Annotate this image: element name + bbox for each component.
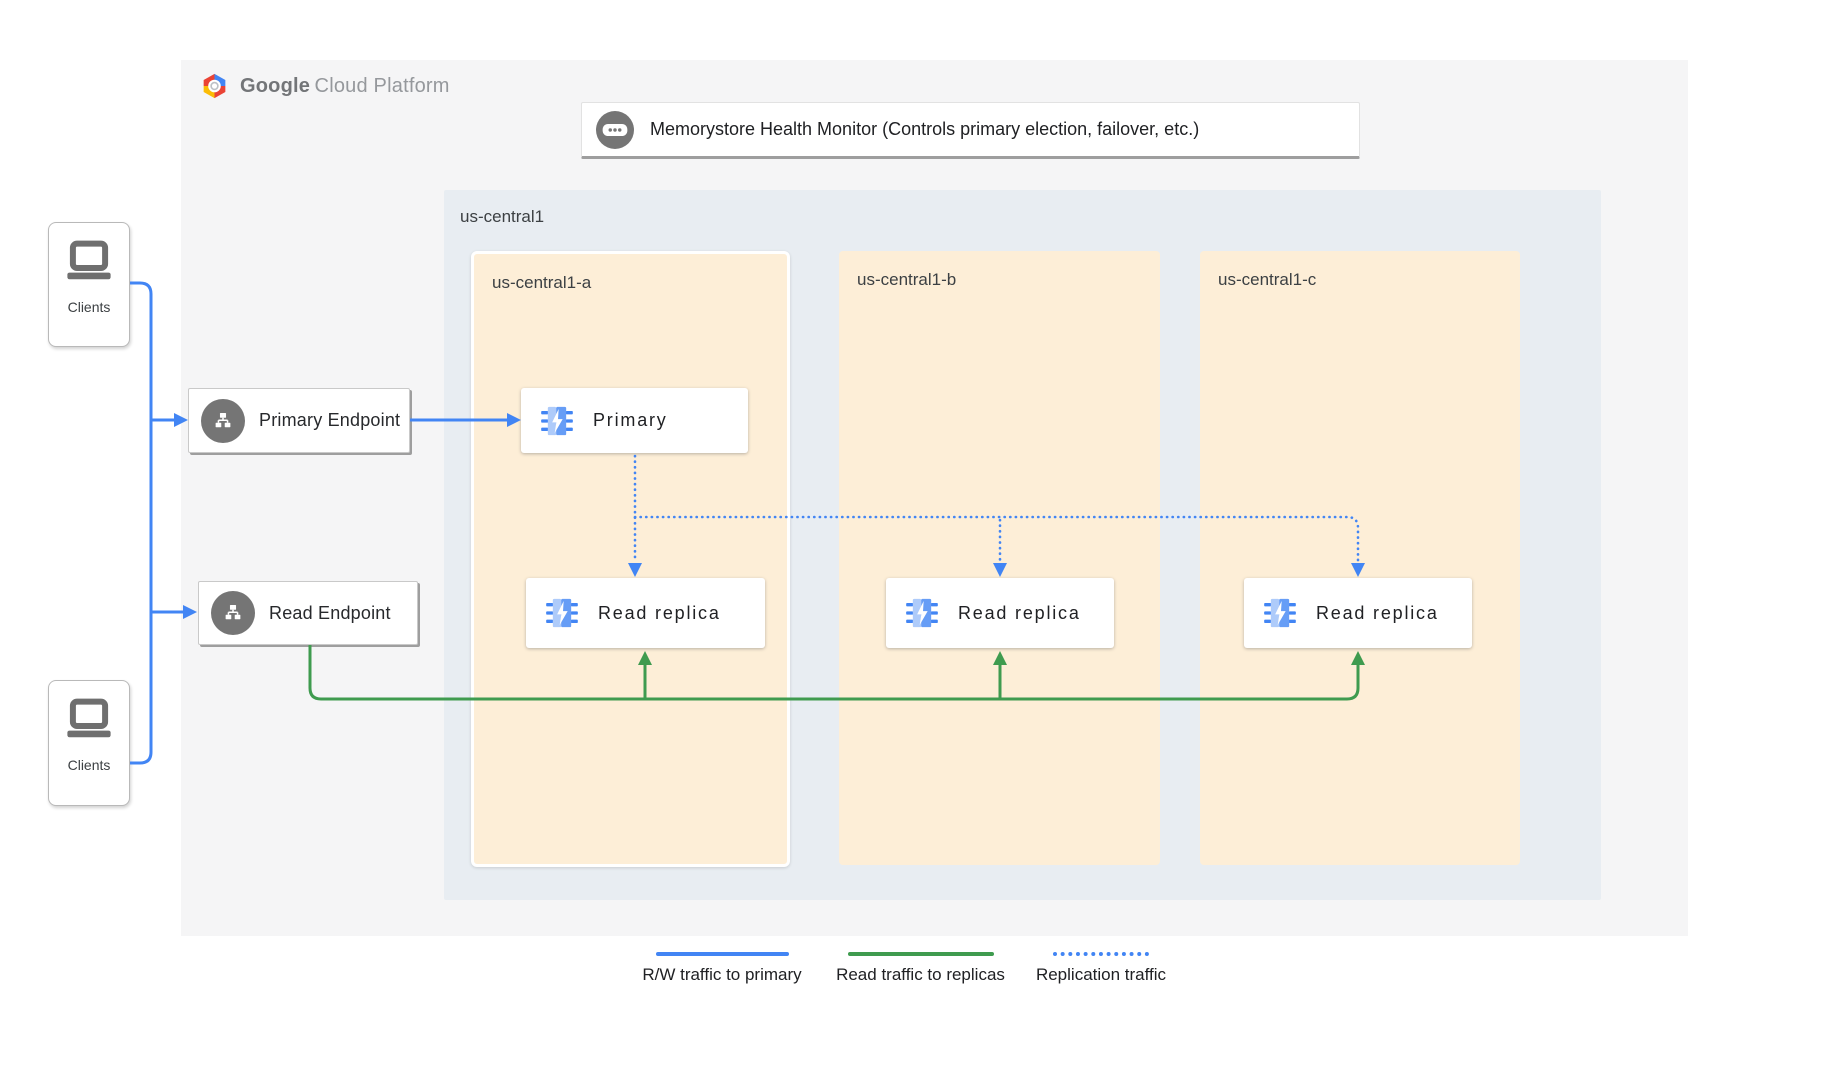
legend-line-blue [655,952,789,956]
clients-label: Clients [67,299,111,315]
memorystore-icon [1264,598,1296,628]
legend-label: Read traffic to replicas [836,965,1005,984]
legend-label: R/W traffic to primary [642,965,802,984]
zone-us-central1-c: us-central1-c [1200,251,1520,865]
memorystore-icon [906,598,938,628]
zone-b-label: us-central1-b [857,270,957,289]
brand-cloud-platform: Cloud Platform [314,74,450,97]
health-monitor-label: Memorystore Health Monitor (Controls pri… [650,119,1200,139]
network-sitemap-icon [201,398,245,443]
network-sitemap-icon [211,591,255,635]
read-endpoint-label: Read Endpoint [269,602,391,623]
gcp-hexagon-icon [203,73,226,99]
legend-item-replication-traffic: Replication traffic [1031,952,1171,985]
legend-item-read-traffic: Read traffic to replicas [833,952,1008,985]
zone-a-label: us-central1-a [492,273,592,292]
node-read-replica-b: Read replica [886,578,1114,648]
brand-google: Google [240,74,311,97]
memorystore-icon [541,406,573,435]
primary-label: Primary [593,410,668,430]
endpoint-primary: Primary Endpoint [188,388,410,453]
read-replica-label: Read replica [958,602,1081,623]
region-label: us-central1 [460,207,545,226]
gcp-brand: Google Cloud Platform [199,72,450,100]
node-read-replica-c: Read replica [1244,578,1472,648]
node-primary: Primary [521,388,748,453]
zone-us-central1-a: us-central1-a [471,251,790,867]
primary-endpoint-label: Primary Endpoint [259,410,401,430]
legend-label: Replication traffic [1035,965,1167,984]
clients-label: Clients [67,757,111,773]
clients-box-bottom: Clients [48,680,130,806]
chat-dots-icon [596,110,634,149]
clients-trunk-line [130,281,153,765]
clients-box-top: Clients [48,222,130,347]
memorystore-icon [546,598,578,628]
read-replica-label: Read replica [1316,602,1439,623]
zone-c-label: us-central1-c [1218,270,1317,289]
zone-us-central1-b: us-central1-b [839,251,1160,865]
legend-item-rw-traffic: R/W traffic to primary [642,952,802,985]
laptop-icon [67,240,111,280]
legend-line-green [847,952,994,956]
legend-line-dotted [1053,952,1149,956]
laptop-icon [67,698,111,738]
node-read-replica-a: Read replica [526,578,765,648]
read-replica-label: Read replica [598,602,721,623]
endpoint-read: Read Endpoint [198,581,418,645]
health-monitor-card: Memorystore Health Monitor (Controls pri… [581,102,1360,159]
